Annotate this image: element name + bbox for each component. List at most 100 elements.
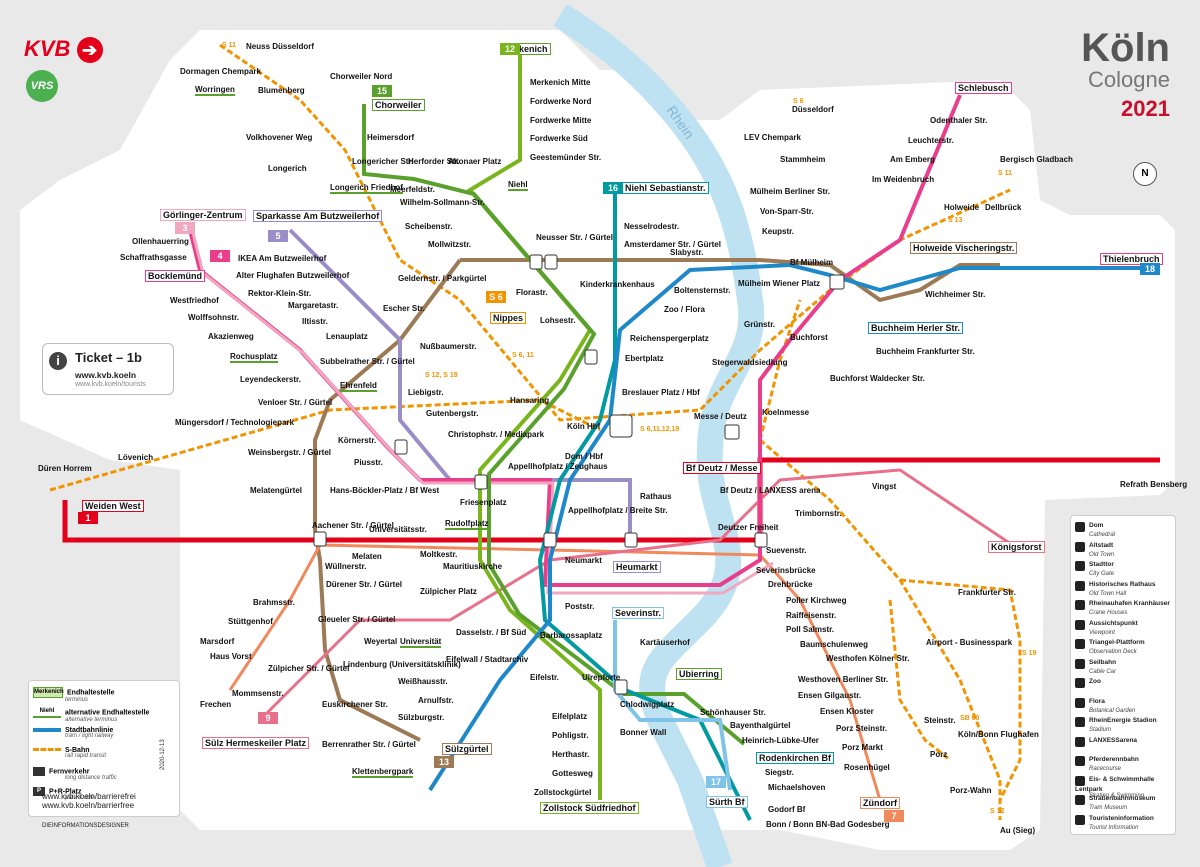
station-label[interactable]: Marsdorf [200,637,235,646]
terminus-label[interactable]: Sülzgürtel [442,743,492,755]
line-badge[interactable]: 17 [706,776,726,788]
station-label[interactable]: Westhofen Kölner Str. [826,654,910,663]
station-label[interactable]: Margaretastr. [288,301,339,310]
station-label[interactable]: Reichenspergerplatz [630,334,709,343]
station-label[interactable]: Mauritiuskirche [443,562,503,571]
station-label[interactable]: Ensen Kloster [820,707,874,716]
station-label[interactable]: Appellhofplatz / Zeughaus [508,462,608,471]
station-label[interactable]: Altonaer Platz [448,157,502,166]
station-label[interactable]: Odenthaler Str. [930,116,988,125]
station-label[interactable]: Heinrich-Lübke-Ufer [742,736,819,745]
station-label[interactable]: Wichheimer Str. [925,290,986,299]
station-label[interactable]: Körnerstr. [338,436,377,445]
station-label[interactable]: Buchforst Waldecker Str. [830,374,925,383]
station-label[interactable]: Volkhovener Weg [246,133,313,142]
station-label[interactable]: Westfriedhof [170,296,219,305]
station-label[interactable]: Airport - Businesspark [926,638,1013,647]
station-label[interactable]: Leyendeckerstr. [240,375,301,384]
station-label[interactable]: Lindenburg (Universitätsklinik) [343,660,461,669]
station-label[interactable]: Heimersdorf [367,133,415,142]
station-label[interactable]: Liebigstr. [408,388,444,397]
station-label[interactable]: Poller Kirchweg [786,596,847,605]
station-label[interactable]: Steinstr. [924,716,956,725]
station-label[interactable]: Dom / Hbf [565,452,603,461]
terminus-label[interactable]: Severinstr. [612,607,665,619]
alt-terminus-label[interactable]: Niehl [508,180,528,191]
station-label[interactable]: Barbarossaplatz [540,631,603,640]
station-label[interactable]: Longerich [268,164,307,173]
station-label[interactable]: Bergisch Gladbach [1000,155,1073,164]
line-badge[interactable]: 16 [603,182,623,194]
station-label[interactable]: Dellbrück [985,203,1022,212]
line-badge[interactable]: 4 [210,250,230,262]
station-label[interactable]: Mülheim Wiener Platz [738,279,821,288]
station-label[interactable]: Lenauplatz [326,332,368,341]
alt-terminus-label[interactable]: Ehrenfeld [340,381,377,392]
station-label[interactable]: Messe / Deutz [694,412,747,421]
station-label[interactable]: Düren Horrem [38,464,92,473]
ticket-url[interactable]: www.kvb.koeln [75,370,137,380]
station-label[interactable]: Florastr. [516,288,548,297]
ticket-info-box[interactable]: i Ticket – 1b www.kvb.koeln www.kvb.koel… [42,343,174,395]
station-label[interactable]: Aachener Str. / Gürtel [312,521,394,530]
station-label[interactable]: Siegstr. [765,768,794,777]
terminus-label[interactable]: Sürth Bf [706,796,748,808]
station-label[interactable]: Akazienweg [208,332,254,341]
station-label[interactable]: Scheibenstr. [405,222,453,231]
station-label[interactable]: Kartäuserhof [640,638,690,647]
terminus-label[interactable]: Zollstock Südfriedhof [540,802,639,814]
station-label[interactable]: Bf Deutz / LANXESS arena [720,486,821,495]
station-label[interactable]: Lohsestr. [540,316,576,325]
station-label[interactable]: Stüttgenhof [228,617,273,626]
station-label[interactable]: Buchheim Frankfurter Str. [876,347,975,356]
station-label[interactable]: Stammheim [780,155,826,164]
station-label[interactable]: Slabystr. [670,248,704,257]
line-badge[interactable]: 9 [258,712,278,724]
alt-terminus-label[interactable]: Worringen [195,85,235,96]
station-label[interactable]: Severinsbrücke [756,566,816,575]
station-label[interactable]: Weyertal [364,637,398,646]
alt-terminus-label[interactable]: Rudolfplatz [445,519,489,530]
terminus-label[interactable]: Heumarkt [613,561,661,573]
terminus-label[interactable]: Rodenkirchen Bf [756,752,835,764]
station-label[interactable]: Zoo / Flora [664,305,705,314]
station-label[interactable]: Breslauer Platz / Hbf [622,388,700,397]
line-badge[interactable]: 7 [884,810,904,822]
station-label[interactable]: Köln Hbf [567,422,601,431]
station-label[interactable]: Neuss Düsseldorf [246,42,315,51]
station-label[interactable]: Zollstockgürtel [534,788,592,797]
station-label[interactable]: Porz-Wahn [950,786,992,795]
station-label[interactable]: Raiffeisenstr. [786,611,837,620]
terminus-label[interactable]: Sparkasse Am Butzweilerhof [253,210,383,222]
station-label[interactable]: Herforder Str. [408,157,460,166]
line-badge[interactable]: 18 [1140,263,1160,275]
station-label[interactable]: Meerfeldstr. [390,185,435,194]
station-label[interactable]: Lövenich [118,453,154,462]
station-label[interactable]: Vingst [872,482,897,491]
station-label[interactable]: Von-Sparr-Str. [760,207,814,216]
line-badge[interactable]: 12 [500,43,520,55]
station-label[interactable]: Berrenrather Str. / Gürtel [322,740,416,749]
alt-terminus-label[interactable]: Klettenbergpark [352,767,414,778]
station-label[interactable]: Frankfurter Str. [958,588,1016,597]
station-label[interactable]: Chorweiler Nord [330,72,393,81]
terminus-label[interactable]: Görlinger-Zentrum [160,209,246,221]
station-label[interactable]: Düsseldorf [792,105,834,114]
terminus-label[interactable]: Bocklemünd [145,270,206,282]
barrier-url-en[interactable]: www.kvb.koeln/barrierfree [42,801,135,810]
station-label[interactable]: Weinsbergstr. / Gürtel [248,448,331,457]
station-label[interactable]: Dasselstr. / Bf Süd [456,628,527,637]
station-label[interactable]: Haus Vorst [210,652,252,661]
station-label[interactable]: Weißhausstr. [398,677,448,686]
line-badge[interactable]: 3 [175,222,195,234]
alt-terminus-label[interactable]: Longerich Friedhof [330,183,403,194]
terminus-label[interactable]: Weiden West [82,500,144,512]
station-label[interactable]: Merkenich Mitte [530,78,591,87]
station-label[interactable]: Melatengürtel [250,486,303,495]
station-label[interactable]: Bonner Wall [620,728,667,737]
station-label[interactable]: Pohligstr. [552,731,589,740]
station-label[interactable]: Buchforst [790,333,828,342]
barrier-url-de[interactable]: www.kvb.koeln/barrierefrei [42,792,136,801]
station-label[interactable]: Am Emberg [890,155,935,164]
station-label[interactable]: Neusser Str. / Gürtel [536,233,613,242]
